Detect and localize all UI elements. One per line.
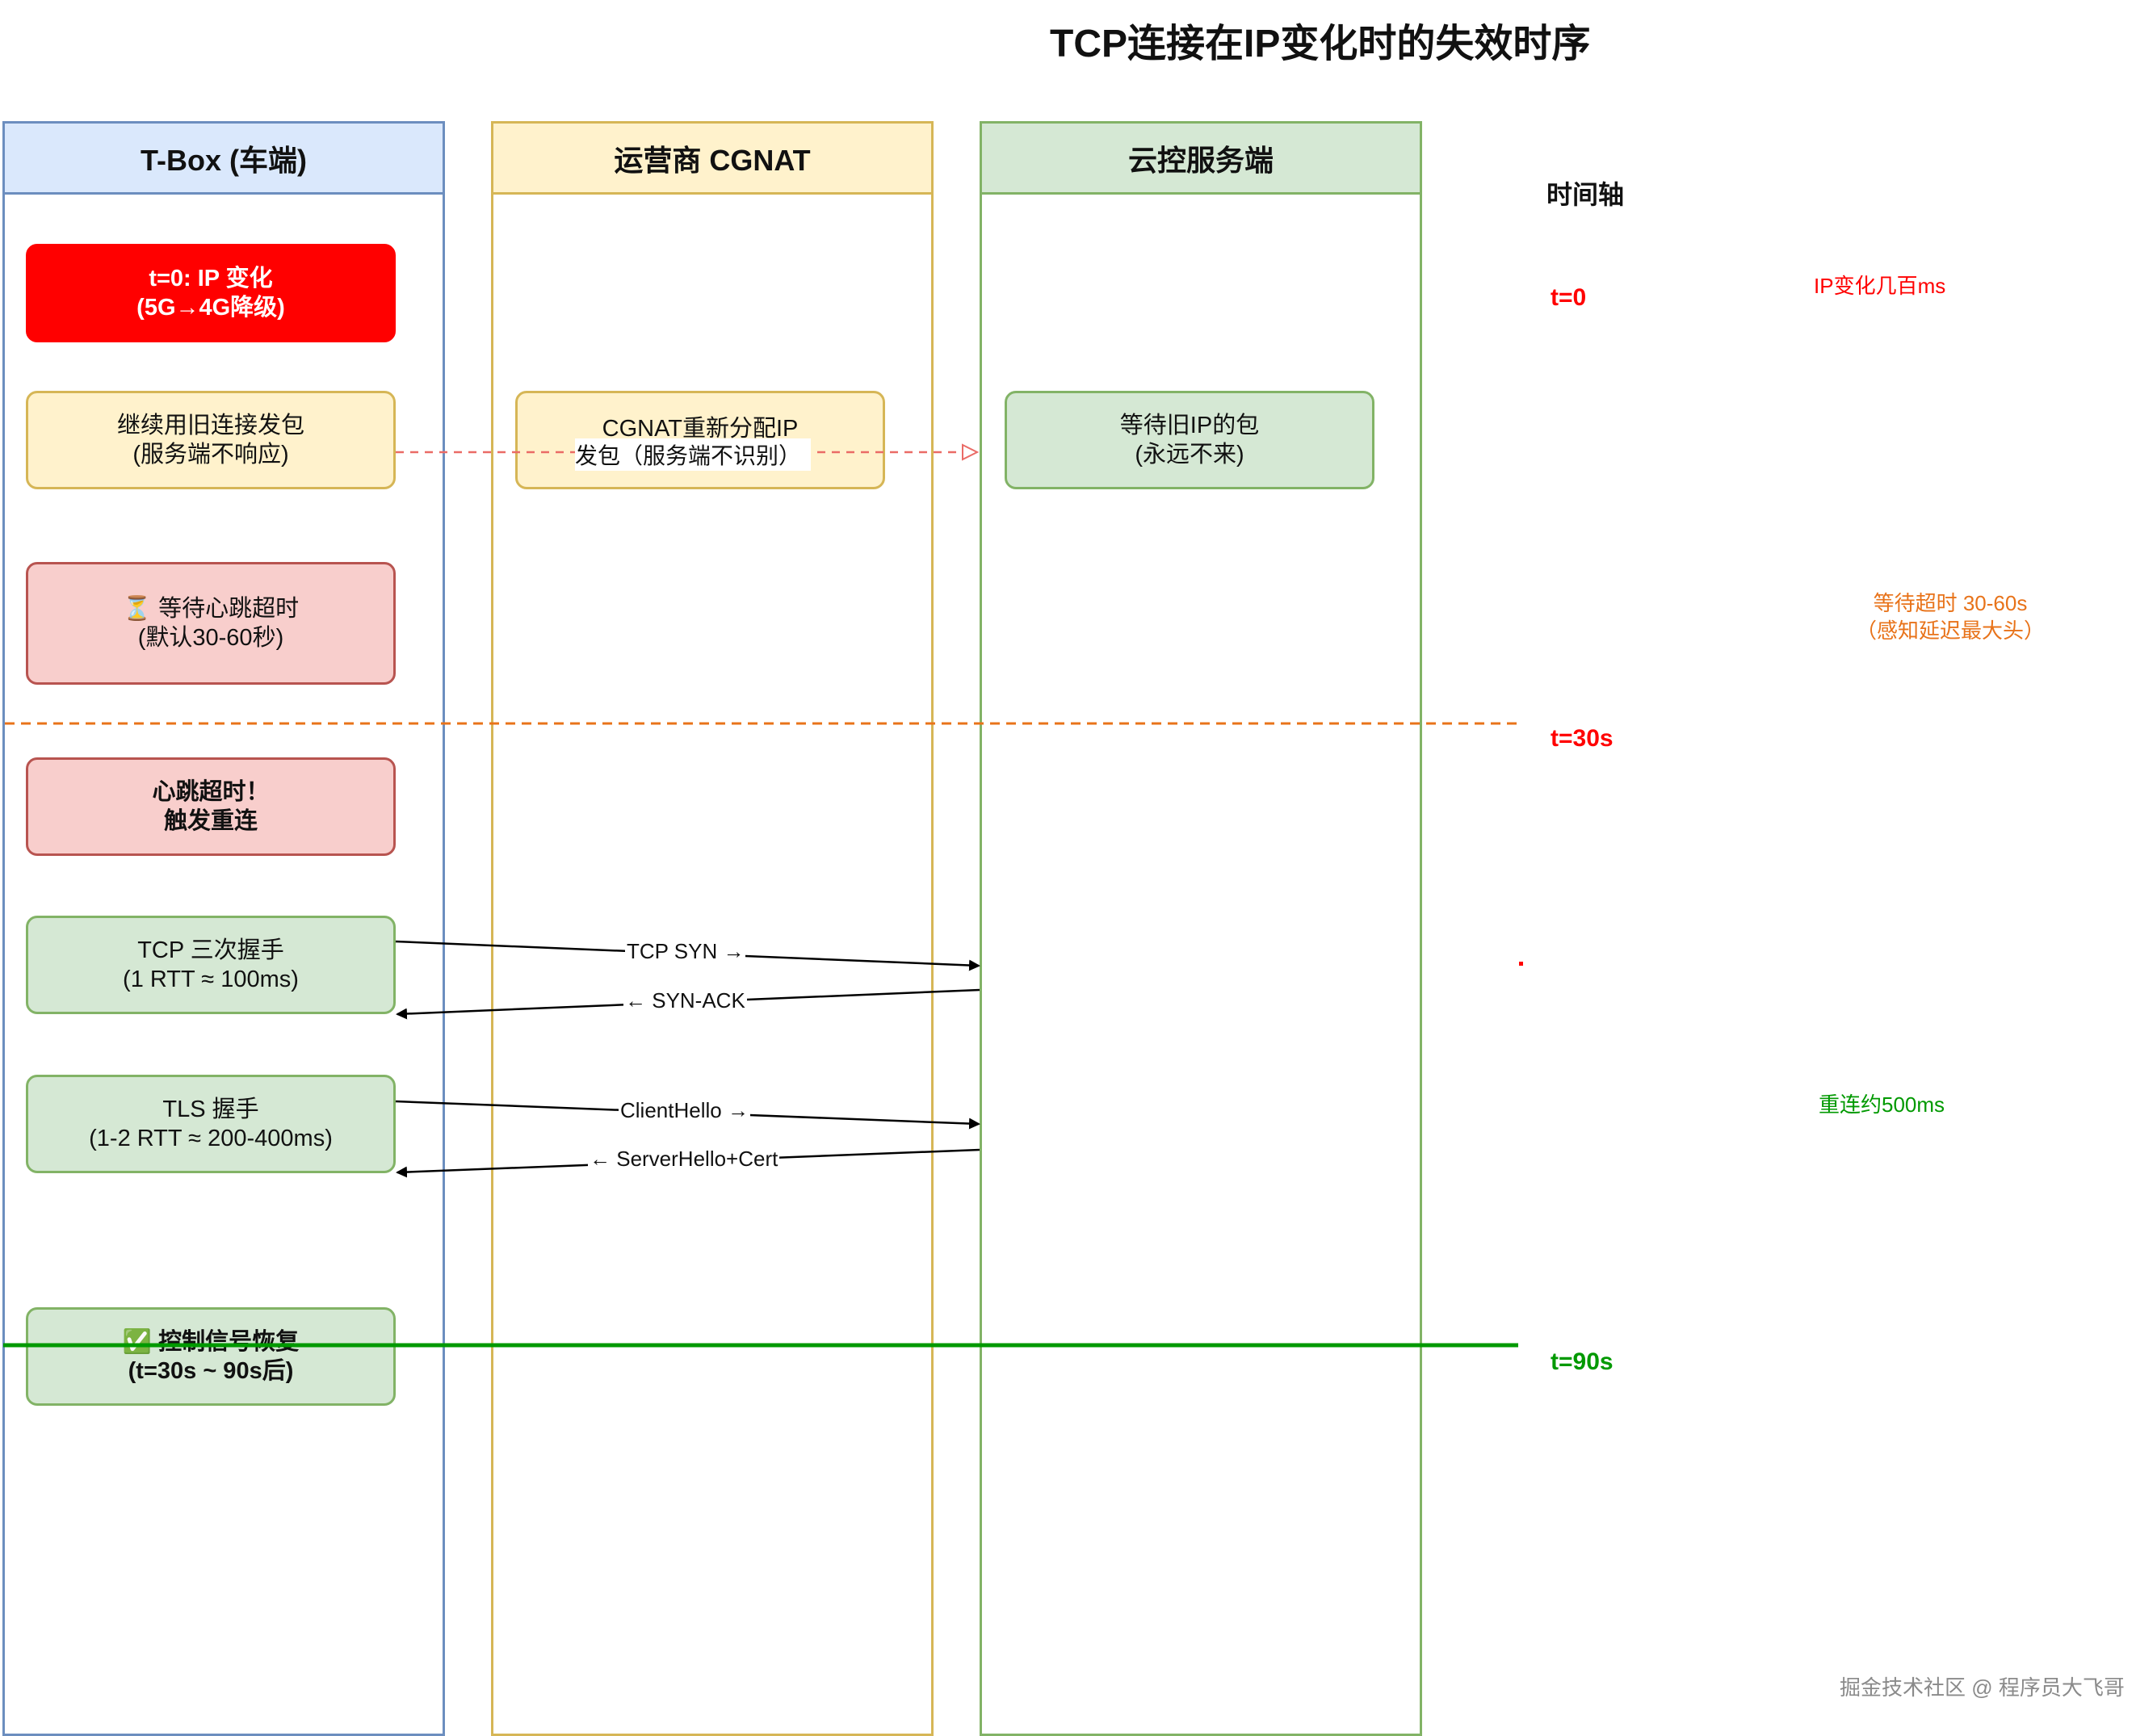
cgnat-realloc-label: CGNAT重新分配IP [602, 416, 799, 442]
lane-cloud: 云控服务端 [980, 121, 1422, 1736]
diagram-title: TCP连接在IP变化时的失效时序 [1050, 23, 1591, 65]
red-dot [1519, 962, 1523, 966]
synack-label: ← SYN-ACK [623, 988, 747, 1013]
cgnat-realloc-sub-label: 发包（服务端不识别） [575, 438, 812, 471]
box-control-restored: ✅ 控制信号恢复 (t=30s ~ 90s后) [26, 1307, 396, 1406]
client-hello-label: ClientHello → [619, 1098, 750, 1123]
time-axis-header: 时间轴 [1546, 180, 1625, 209]
box-wait-heartbeat: ⏳ 等待心跳超时 (默认30-60秒) [26, 562, 396, 685]
box-heartbeat-timeout: 心跳超时！ 触发重连 [26, 757, 396, 856]
watermark: 掘金技术社区 @ 程序员大飞哥 [1840, 1675, 2125, 1700]
t90-label: t=90s [1551, 1348, 1614, 1375]
lane-cloud-header: 云控服务端 [982, 124, 1420, 195]
lane-cgnat-header: 运营商 CGNAT [493, 124, 931, 195]
box-tls-handshake: TLS 握手 (1-2 RTT ≈ 200-400ms) [26, 1075, 396, 1173]
lane-cgnat: 运营商 CGNAT [491, 121, 934, 1736]
t30-label: t=30s [1551, 725, 1614, 752]
syn-label: TCP SYN → [625, 939, 746, 964]
note-reconnect: 重连约500ms [1819, 1092, 1945, 1117]
note-ip-change: IP变化几百ms [1814, 274, 1946, 298]
box-ip-change: t=0: IP 变化 (5G→4G降级) [26, 244, 396, 342]
box-wait-old-ip: 等待旧IP的包 (永远不来) [1005, 391, 1374, 489]
box-tcp-handshake: TCP 三次握手 (1 RTT ≈ 100ms) [26, 916, 396, 1014]
lane-tbox-header: T-Box (车端) [5, 124, 443, 195]
t0-label: t=0 [1551, 284, 1587, 311]
note-timeout: 等待超时 30-60s （感知延迟最大头） [1855, 591, 2045, 643]
server-hello-label: ← ServerHello+Cert [588, 1147, 780, 1172]
box-old-connection: 继续用旧连接发包 (服务端不响应) [26, 391, 396, 489]
lane-tbox: T-Box (车端) [2, 121, 445, 1736]
